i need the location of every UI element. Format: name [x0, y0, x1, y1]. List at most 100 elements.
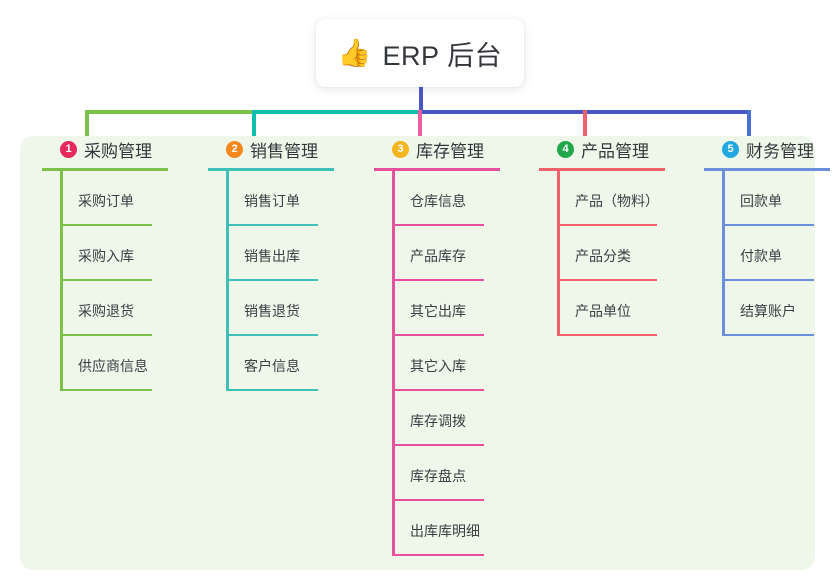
list-item-rule: [722, 279, 814, 281]
connector-drop-1: [85, 110, 89, 148]
column-header-rule: [704, 168, 830, 171]
list-item[interactable]: 产品分类: [539, 226, 665, 281]
list-item[interactable]: 其它出库: [374, 281, 500, 336]
list-item-rule: [557, 334, 657, 336]
list-item-rule: [392, 554, 484, 556]
list-item[interactable]: 结算账户: [704, 281, 830, 336]
column-header-2[interactable]: 2 销售管理: [208, 136, 334, 162]
column-spine: [226, 171, 229, 391]
column-items: 销售订单销售出库销售退货客户信息: [208, 171, 334, 391]
column-title: 产品管理: [581, 141, 649, 161]
connector-bus-green: [85, 110, 255, 114]
connector-drop-5: [747, 110, 751, 148]
column-3: 3 库存管理仓库信息产品库存其它出库其它入库库存调拨库存盘点出库库明细: [374, 136, 500, 556]
column-header-rule: [208, 168, 334, 171]
column-header-1[interactable]: 1 采购管理: [42, 136, 168, 162]
list-item-rule: [392, 279, 484, 281]
list-item-label: 付款单: [740, 248, 782, 264]
list-item[interactable]: 采购退货: [42, 281, 168, 336]
column-4: 4 产品管理产品（物料） 产品分类产品单位: [539, 136, 665, 336]
list-item-rule: [226, 279, 318, 281]
list-item-label: 销售退货: [244, 303, 300, 319]
column-number-badge: 5: [722, 140, 739, 158]
list-item[interactable]: 产品单位: [539, 281, 665, 336]
list-item-rule: [60, 389, 152, 391]
thumbs-up-icon: 👍: [337, 37, 372, 68]
list-item-label: 销售出库: [244, 248, 300, 264]
list-item-rule: [722, 334, 814, 336]
list-item-label: 库存盘点: [410, 468, 466, 484]
list-item-rule: [392, 444, 484, 446]
list-item-rule: [722, 224, 814, 226]
column-items: 产品（物料） 产品分类产品单位: [539, 171, 665, 336]
column-items: 采购订单采购入库采购退货供应商信息: [42, 171, 168, 391]
column-items: 回款单付款单结算账户: [704, 171, 830, 336]
list-item-rule: [557, 224, 657, 226]
connector-trunk: [419, 87, 423, 112]
list-item[interactable]: 付款单: [704, 226, 830, 281]
column-header-rule: [374, 168, 500, 171]
list-item-label: 出库库明细: [410, 523, 480, 539]
list-item-label: 其它入库: [410, 358, 466, 374]
list-item[interactable]: 客户信息: [208, 336, 334, 391]
column-items: 仓库信息产品库存其它出库其它入库库存调拨库存盘点出库库明细: [374, 171, 500, 556]
list-item-rule: [392, 499, 484, 501]
list-item[interactable]: 供应商信息: [42, 336, 168, 391]
column-header-rule: [539, 168, 665, 171]
list-item-rule: [392, 334, 484, 336]
list-item[interactable]: 产品（物料）: [539, 171, 665, 226]
column-number-badge: 3: [392, 140, 409, 158]
column-2: 2 销售管理销售订单销售出库销售退货客户信息: [208, 136, 334, 391]
list-item-label: 客户信息: [244, 358, 300, 374]
list-item-label: 库存调拨: [410, 413, 466, 429]
column-spine: [392, 171, 395, 556]
list-item-label: 回款单: [740, 193, 782, 209]
column-spine: [557, 171, 560, 336]
list-item[interactable]: 其它入库: [374, 336, 500, 391]
list-item-rule: [60, 224, 152, 226]
list-item[interactable]: 出库库明细: [374, 501, 500, 556]
column-5: 5 财务管理回款单付款单结算账户: [704, 136, 830, 336]
list-item-label: 仓库信息: [410, 193, 466, 209]
root-node-card[interactable]: 👍 ERP 后台: [316, 19, 524, 87]
list-item-label: 采购入库: [78, 248, 134, 264]
list-item-label: 产品（物料）: [575, 193, 659, 209]
list-item[interactable]: 产品库存: [374, 226, 500, 281]
list-item-rule: [60, 334, 152, 336]
column-header-3[interactable]: 3 库存管理: [374, 136, 500, 162]
column-title: 库存管理: [416, 141, 484, 161]
list-item[interactable]: 销售出库: [208, 226, 334, 281]
connector-drop-2: [252, 110, 256, 148]
list-item[interactable]: 销售订单: [208, 171, 334, 226]
list-item[interactable]: 采购入库: [42, 226, 168, 281]
column-1: 1 采购管理采购订单采购入库采购退货供应商信息: [42, 136, 168, 391]
list-item-rule: [557, 279, 657, 281]
connector-drop-3: [418, 110, 422, 148]
list-item-label: 产品单位: [575, 303, 631, 319]
list-item[interactable]: 库存调拨: [374, 391, 500, 446]
list-item-label: 其它出库: [410, 303, 466, 319]
list-item-rule: [226, 389, 318, 391]
column-header-5[interactable]: 5 财务管理: [704, 136, 830, 162]
list-item-rule: [226, 224, 318, 226]
list-item-label: 采购订单: [78, 193, 134, 209]
column-number-badge: 4: [557, 140, 574, 158]
list-item[interactable]: 销售退货: [208, 281, 334, 336]
list-item[interactable]: 仓库信息: [374, 171, 500, 226]
column-number-badge: 1: [60, 140, 77, 158]
connector-bus-teal: [253, 110, 421, 114]
list-item-rule: [392, 389, 484, 391]
list-item-label: 销售订单: [244, 193, 300, 209]
column-title: 财务管理: [746, 141, 814, 161]
connector-drop-4: [583, 110, 587, 148]
column-title: 采购管理: [84, 141, 152, 161]
list-item-label: 结算账户: [740, 303, 796, 319]
column-header-4[interactable]: 4 产品管理: [539, 136, 665, 162]
list-item[interactable]: 回款单: [704, 171, 830, 226]
list-item-rule: [60, 279, 152, 281]
column-title: 销售管理: [250, 141, 318, 161]
list-item[interactable]: 库存盘点: [374, 446, 500, 501]
column-number-badge: 2: [226, 140, 243, 158]
list-item[interactable]: 采购订单: [42, 171, 168, 226]
root-node-title: ERP 后台: [382, 40, 503, 71]
